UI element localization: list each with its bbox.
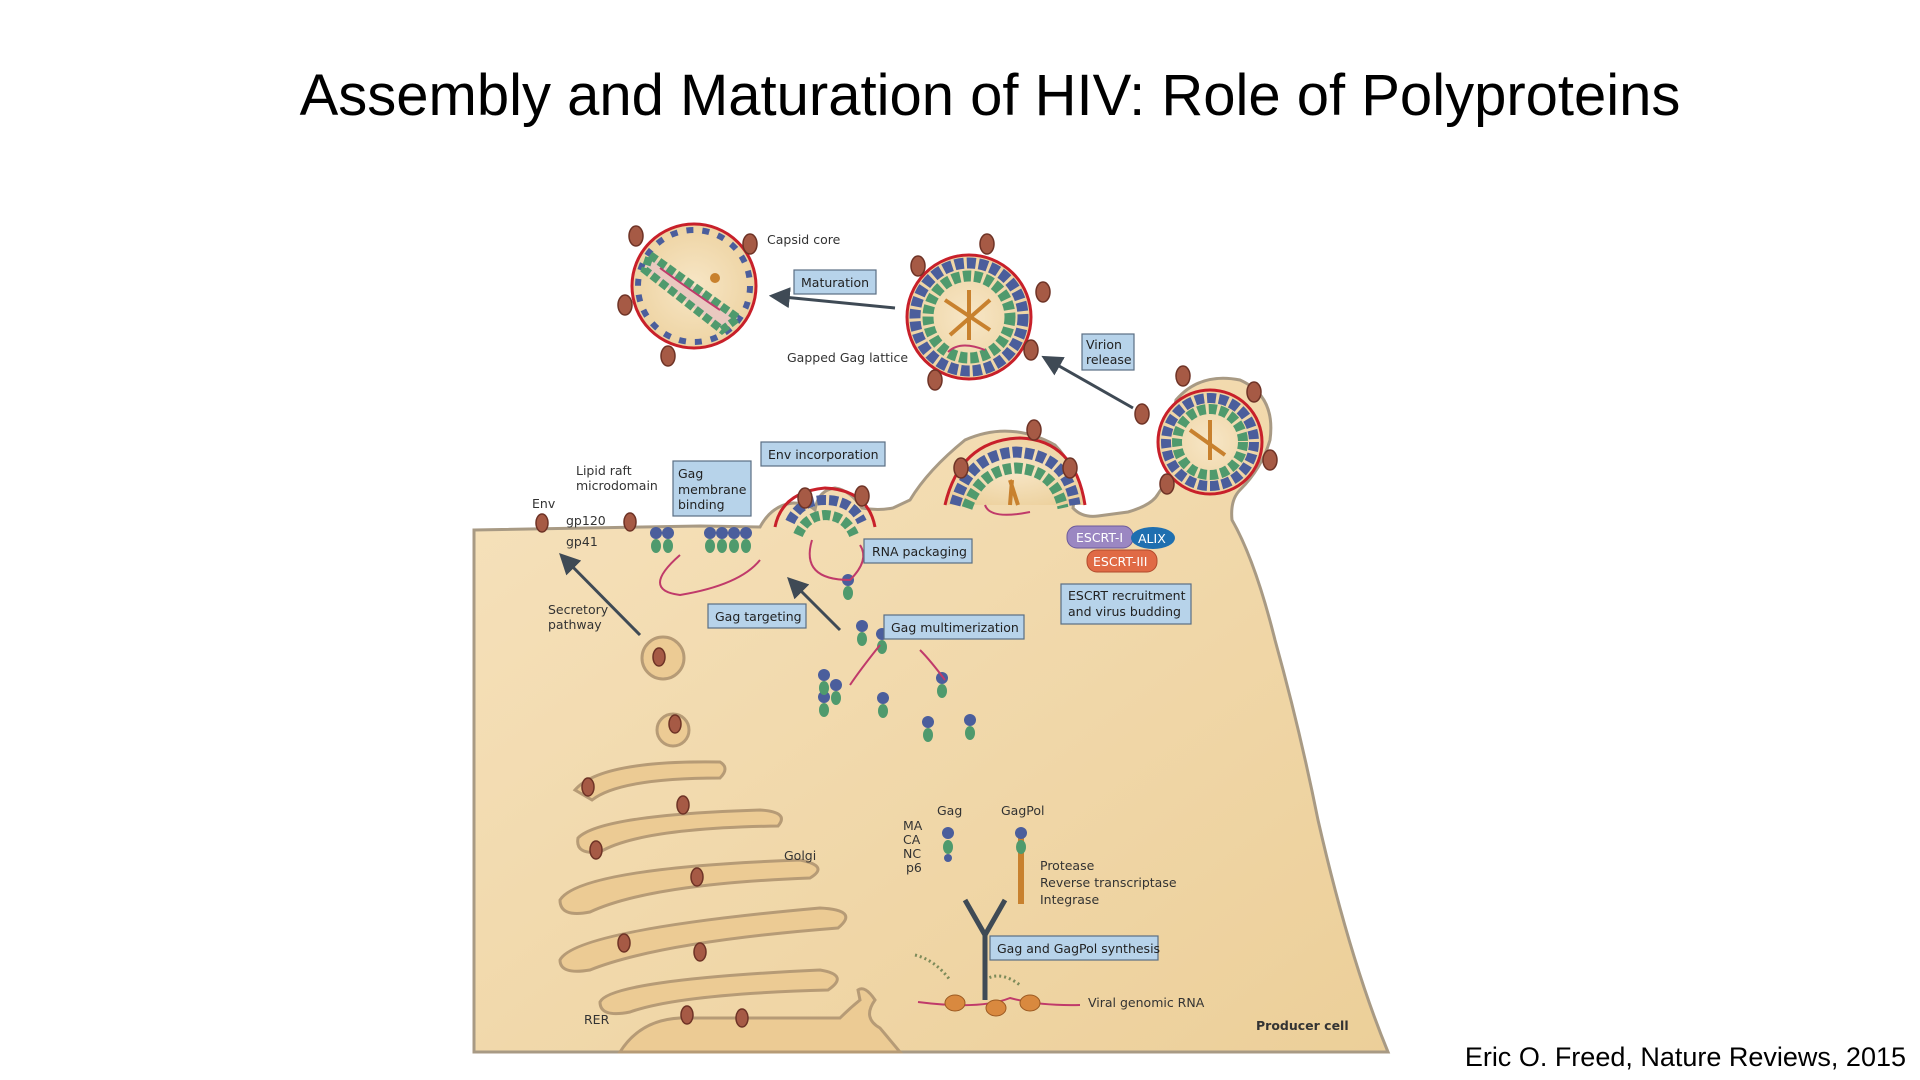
rna-packaging-box: RNA packaging: [872, 544, 967, 559]
maturation-box: Maturation: [801, 275, 869, 290]
p6-label: p6: [906, 860, 922, 875]
ma-label: MA: [903, 818, 923, 833]
immature-virion: [905, 253, 1033, 381]
gp120-label: gp120: [566, 513, 606, 528]
citation: Eric O. Freed, Nature Reviews, 2015: [1464, 1042, 1906, 1072]
membrane-gag: [650, 527, 761, 597]
capsid-core-label: Capsid core: [767, 232, 841, 247]
rer-label: RER: [584, 1012, 610, 1027]
secretory-label-1: Secretory: [548, 602, 609, 617]
gp41-label: gp41: [566, 534, 598, 549]
budded-virion: [1156, 388, 1264, 496]
lipid-raft-label-2: microdomain: [576, 478, 658, 493]
protease-label: Protease: [1040, 858, 1095, 873]
gag-membrane-box-1: Gag: [678, 466, 703, 481]
gag-label: Gag: [937, 803, 962, 818]
escrt-box-2: and virus budding: [1068, 604, 1181, 619]
escrt-complex: ESCRT-I ALIX ESCRT-III: [1066, 525, 1175, 573]
gag-schematic: [942, 827, 1027, 904]
gag-membrane-box-3: binding: [678, 497, 725, 512]
gagpol-label: GagPol: [1001, 803, 1045, 818]
rer: [617, 987, 904, 1054]
escrt-i-label: ESCRT-I: [1076, 530, 1123, 545]
gag-multimerization-box: Gag multimerization: [891, 620, 1019, 635]
golgi-label: Golgi: [784, 848, 816, 863]
ribosomes-rna: [914, 898, 1081, 1017]
cytoplasmic-gag: [818, 574, 976, 742]
synthesis-box: Gag and GagPol synthesis: [997, 941, 1160, 956]
alix-label: ALIX: [1138, 531, 1166, 546]
viral-rna-label: Viral genomic RNA: [1088, 995, 1205, 1010]
gapped-lattice-label: Gapped Gag lattice: [787, 350, 908, 365]
env-label: Env: [532, 496, 556, 511]
slide-title: Assembly and Maturation of HIV: Role of …: [299, 63, 1681, 128]
nc-label: NC: [903, 846, 921, 861]
reverse-transcriptase-label: Reverse transcriptase: [1040, 875, 1177, 890]
escrt-iii-label: ESCRT-III: [1093, 554, 1147, 569]
step-boxes: [672, 269, 1192, 961]
escrt-box-1: ESCRT recruitment: [1068, 588, 1186, 603]
mature-virion: [630, 222, 758, 350]
gag-targeting-box: Gag targeting: [715, 609, 802, 624]
early-bud: [773, 486, 877, 582]
integrase-label: Integrase: [1040, 892, 1099, 907]
virion-release-box-1: Virion: [1086, 337, 1122, 352]
producer-cell-label: Producer cell: [1256, 1018, 1349, 1033]
gag-membrane-box-2: membrane: [678, 482, 747, 497]
virion-release-box-2: release: [1086, 352, 1132, 367]
env-incorporation-box: Env incorporation: [768, 447, 879, 462]
half-bud: [943, 436, 1087, 516]
ca-label: CA: [903, 832, 921, 847]
virion-env-spikes: [617, 225, 1278, 509]
lipid-raft-label-1: Lipid raft: [576, 463, 632, 478]
secretory-label-2: pathway: [548, 617, 602, 632]
env-spike: [535, 512, 749, 1028]
process-arrows: [559, 287, 1134, 637]
